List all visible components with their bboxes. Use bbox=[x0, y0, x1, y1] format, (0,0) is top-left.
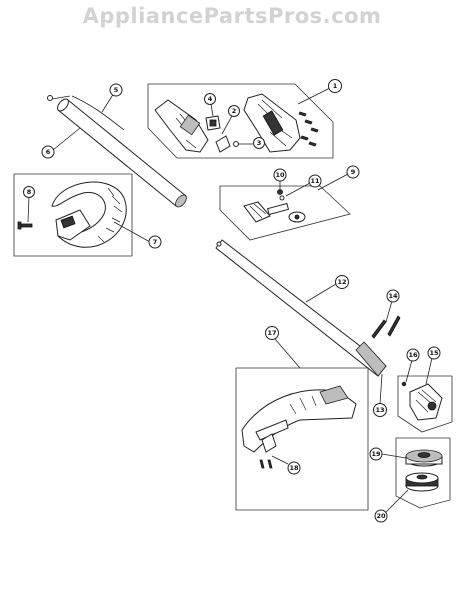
callout-12-label: 12 bbox=[337, 278, 346, 286]
callout-16-label: 16 bbox=[408, 351, 418, 359]
leader-9 bbox=[317, 173, 349, 191]
callout-14-label: 14 bbox=[388, 292, 398, 300]
leader-16 bbox=[405, 359, 413, 383]
part-assist-bolt bbox=[277, 189, 285, 201]
callout-11-label: 11 bbox=[310, 177, 320, 185]
part-cord bbox=[47, 95, 125, 131]
callout-17: 17 bbox=[265, 326, 279, 340]
callout-8-label: 8 bbox=[27, 188, 32, 196]
part-lower-shaft bbox=[215, 239, 387, 377]
callout-1: 1 bbox=[328, 79, 342, 93]
callout-7-label: 7 bbox=[153, 238, 158, 246]
callout-11: 11 bbox=[308, 174, 322, 188]
leader-15 bbox=[425, 357, 433, 385]
leader-8 bbox=[27, 195, 30, 223]
leader-6 bbox=[52, 127, 81, 151]
part-guard-screw bbox=[17, 221, 33, 230]
part-trigger bbox=[215, 135, 239, 153]
part-guard bbox=[51, 181, 127, 248]
callout-19: 19 bbox=[369, 447, 383, 461]
callout-5-label: 5 bbox=[114, 86, 119, 94]
leader-12 bbox=[305, 283, 337, 303]
callout-19-label: 19 bbox=[371, 450, 381, 458]
leader-2 bbox=[221, 113, 234, 135]
callout-20: 20 bbox=[374, 509, 388, 523]
callout-7: 7 bbox=[148, 235, 162, 249]
leader-1 bbox=[297, 87, 331, 105]
callout-10-label: 10 bbox=[275, 171, 285, 179]
leader-14 bbox=[385, 300, 393, 323]
callout-9: 9 bbox=[346, 165, 360, 179]
part-motor-cover bbox=[259, 433, 277, 469]
part-gear-screw bbox=[401, 381, 407, 387]
part-spool-housing bbox=[405, 449, 443, 467]
callout-13: 13 bbox=[373, 403, 387, 417]
part-upper-shaft bbox=[57, 98, 187, 208]
leader-13 bbox=[379, 373, 383, 405]
callout-17-label: 17 bbox=[267, 329, 276, 337]
leader-7 bbox=[113, 221, 151, 243]
callout-3: 3 bbox=[253, 137, 265, 149]
leader-4 bbox=[210, 103, 214, 117]
callout-20-label: 20 bbox=[376, 512, 386, 520]
callout-12: 12 bbox=[335, 275, 349, 289]
part-switch bbox=[205, 115, 221, 131]
callout-4-label: 4 bbox=[208, 95, 213, 103]
callout-18: 18 bbox=[287, 461, 301, 475]
leader-5 bbox=[101, 92, 115, 113]
callout-1-label: 1 bbox=[333, 82, 338, 90]
panel-assist-handle bbox=[219, 185, 351, 241]
part-screws-housing bbox=[298, 111, 319, 147]
callout-2: 2 bbox=[228, 105, 240, 117]
callout-18-label: 18 bbox=[289, 464, 299, 472]
callout-9-label: 9 bbox=[351, 168, 356, 176]
callout-8: 8 bbox=[23, 186, 35, 198]
callout-15: 15 bbox=[427, 346, 441, 360]
watermark: AppliancePartsPros.com bbox=[82, 4, 382, 28]
part-spool bbox=[405, 472, 439, 492]
leader-11 bbox=[285, 182, 311, 197]
leader-20 bbox=[385, 489, 409, 513]
leader-18 bbox=[271, 455, 289, 465]
callout-10: 10 bbox=[273, 168, 287, 182]
leader-19 bbox=[381, 453, 407, 459]
callout-6: 6 bbox=[41, 145, 55, 159]
callout-6-label: 6 bbox=[46, 148, 51, 156]
callout-16: 16 bbox=[406, 348, 420, 362]
callout-13-label: 13 bbox=[375, 406, 384, 414]
part-handle-right-half bbox=[243, 93, 301, 153]
callout-15-label: 15 bbox=[429, 349, 439, 357]
part-gear-head bbox=[409, 383, 443, 421]
callout-4: 4 bbox=[204, 93, 216, 105]
callout-14: 14 bbox=[386, 289, 400, 303]
callout-3-label: 3 bbox=[257, 139, 262, 147]
callout-5: 5 bbox=[109, 83, 123, 97]
leader-17 bbox=[274, 338, 301, 369]
part-shaft-pins bbox=[371, 315, 401, 339]
part-assist-handle bbox=[243, 201, 306, 223]
part-handle-left-half bbox=[154, 99, 209, 153]
callout-2-label: 2 bbox=[232, 107, 237, 115]
